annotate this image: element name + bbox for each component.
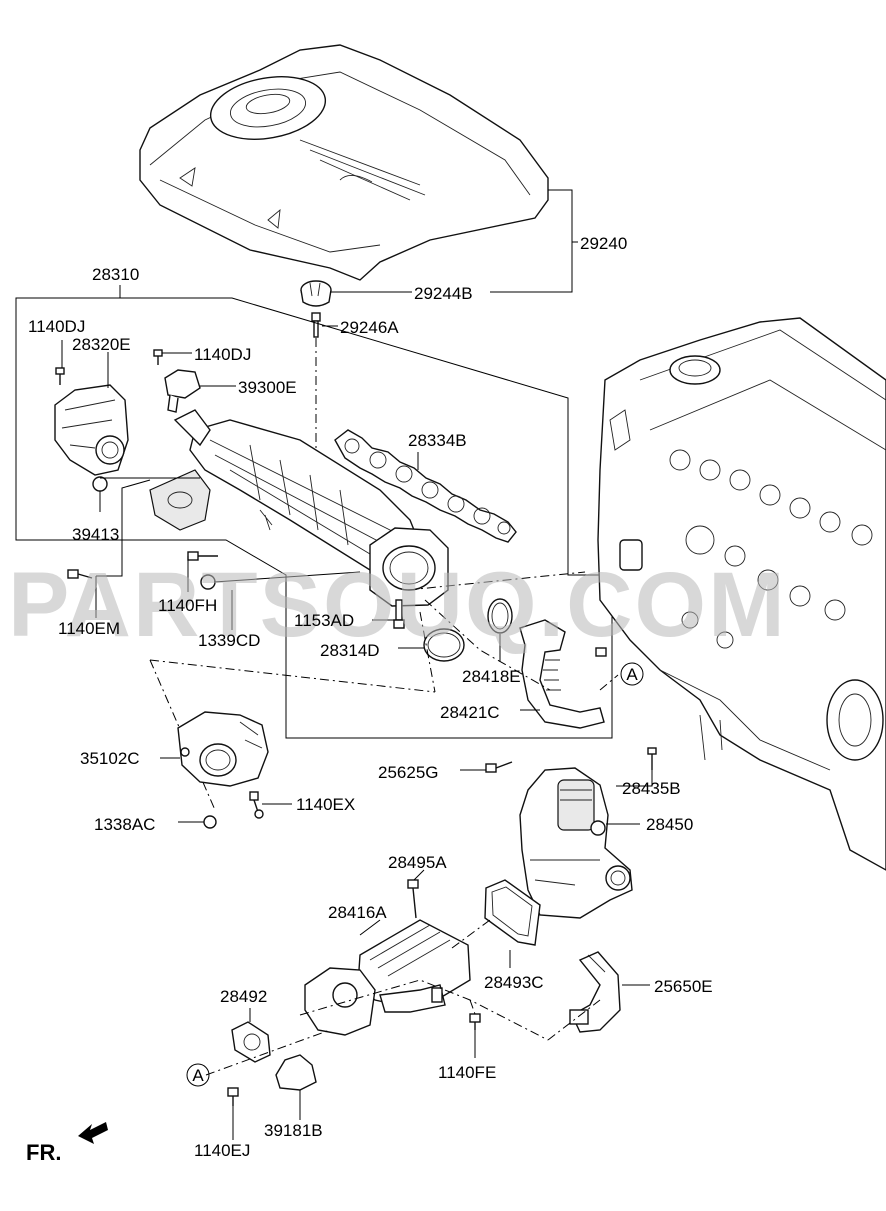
bolt-1140EM [67,569,93,579]
label-39300E: 39300E [238,378,297,397]
label-25625G: 25625G [378,763,439,782]
intake-manifold [149,409,421,571]
gasket-28492 [231,1021,271,1063]
gasket-28493C [484,879,541,946]
stud-part [311,312,321,338]
label-1338AC: 1338AC [94,815,155,834]
label-28334B: 28334B [408,431,467,450]
bolt-25625G [485,761,513,773]
label-29246A: 29246A [340,318,399,337]
intake-actuator [54,384,129,476]
throttle-body [177,711,269,787]
bolt-1140DJ-b [153,349,163,365]
label-1140DJ-b: 1140DJ [194,345,251,364]
bolt-1140EX [249,791,264,819]
front-marker-label: FR. [26,1140,61,1165]
label-25650E: 25650E [654,977,713,996]
label-28450: 28450 [646,815,693,834]
label-28421C: 28421C [440,703,500,722]
hose-25650E [569,951,621,1033]
label-28320E: 28320E [72,335,131,354]
front-direction-arrow-icon [78,1122,108,1144]
grommet-part [300,280,332,307]
label-28435B: 28435B [622,779,681,798]
label-28492: 28492 [220,987,267,1006]
nut-1338AC [203,815,217,829]
gasket-28418E [487,598,513,634]
label-28418E: 28418E [462,667,521,686]
engine-block [597,317,886,871]
label-1140EJ: 1140EJ [194,1141,250,1160]
label-39181B: 39181B [264,1121,323,1140]
egr-cooler-28416A [304,919,471,1036]
label-28493C: 28493C [484,973,544,992]
engine-cover [139,44,549,281]
label-28314D: 28314D [320,641,380,660]
label-28310: 28310 [92,265,139,284]
label-39413: 39413 [72,525,119,544]
label-1140FE: 1140FE [438,1063,496,1082]
bracket-39181B [275,1054,317,1091]
oring-28314D [423,628,465,662]
label-29244B: 29244B [414,284,473,303]
bolt-28435B [647,747,657,770]
sensor-39300E [164,369,201,413]
ref-marker-a-left: A [186,1063,210,1087]
label-1339CD: 1339CD [198,631,260,650]
label-29240: 29240 [580,234,627,253]
label-28495A: 28495A [388,853,447,872]
manifold-gasket [334,429,517,543]
label-1140EM: 1140EM [58,619,120,638]
watermark: PARTSOUQ.COM [8,554,787,656]
bolt-1140EJ [227,1087,239,1106]
egr-pipe-28421C [519,619,607,729]
label-1140FH: 1140FH [158,596,217,615]
label-1140DJ-a: 1140DJ [28,317,85,336]
nut-39413 [92,476,108,492]
bolt-1140DJ-a [55,367,65,385]
label-1153AD: 1153AD [294,611,354,630]
ref-marker-a-left-text: A [192,1066,204,1085]
bolt-1140FE [469,1013,481,1030]
bolt-28495A [407,879,419,919]
label-28416A: 28416A [328,903,387,922]
label-35102C: 35102C [80,749,140,768]
plug-1153AD [393,599,405,629]
egr-valve-28450 [519,767,633,919]
ref-marker-a-right: A [620,662,644,686]
label-1140EX: 1140EX [296,795,355,814]
ref-marker-a-right-text: A [626,665,638,684]
